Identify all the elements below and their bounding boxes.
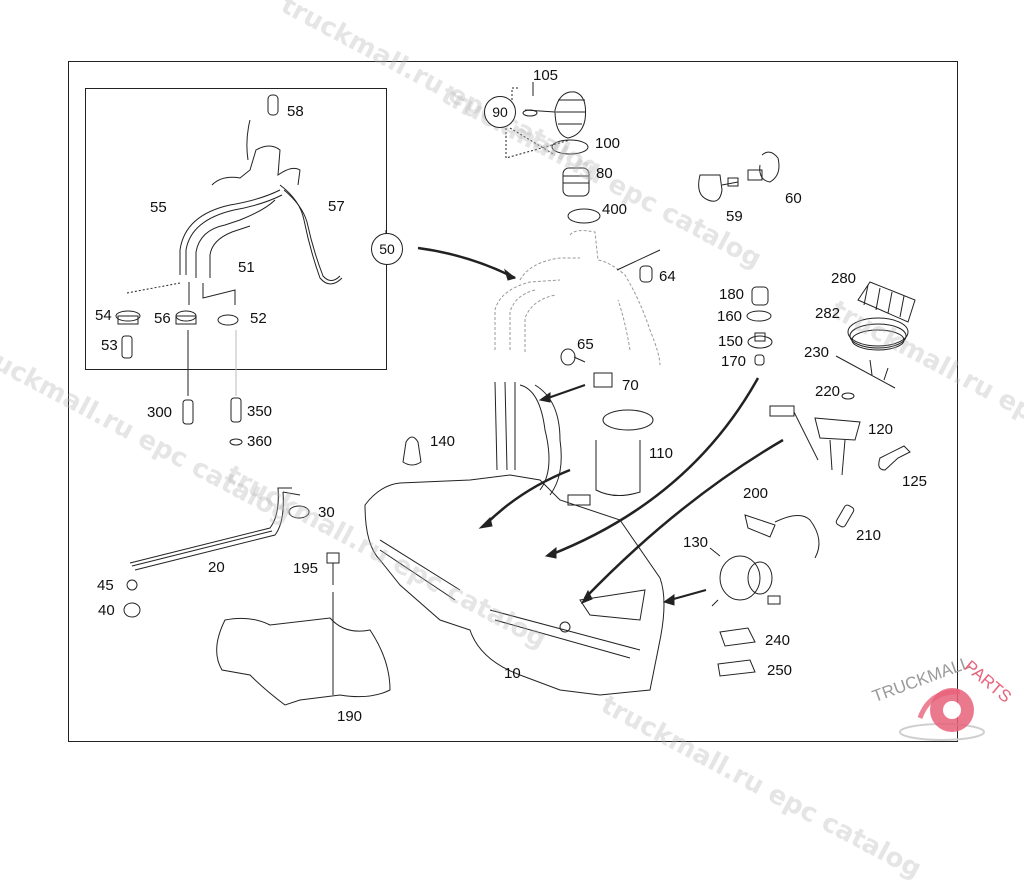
- fuel-filter-drawing: [709, 547, 781, 607]
- part-label-160[interactable]: 160: [717, 308, 743, 325]
- part-label-230[interactable]: 230: [804, 344, 830, 361]
- part-label-120[interactable]: 120: [868, 421, 894, 438]
- filler-neck-hose-drawing: [179, 94, 343, 285]
- part-label-350[interactable]: 350: [247, 403, 273, 420]
- arrow-1: [484, 468, 571, 526]
- part-350-shape: [230, 397, 242, 423]
- diagram-drawing: [68, 61, 958, 742]
- part-30-shape: [288, 505, 310, 519]
- part-label-280[interactable]: 280: [831, 270, 857, 287]
- fittings-65-70-drawing: [538, 348, 613, 403]
- part-label-360[interactable]: 360: [247, 433, 273, 450]
- main-frame: [68, 61, 958, 742]
- part-label-60[interactable]: 60: [785, 190, 802, 207]
- part-label-20[interactable]: 20: [208, 559, 225, 576]
- pump-seals-drawing: [835, 281, 916, 389]
- part-label-110[interactable]: 110: [649, 445, 673, 462]
- part-label-240[interactable]: 240: [765, 632, 791, 649]
- part-label-170[interactable]: 170: [721, 353, 747, 370]
- callout-circle-50[interactable]: 50: [371, 233, 403, 265]
- part-label-10[interactable]: 10: [504, 665, 521, 682]
- part-240-shape: [719, 627, 756, 647]
- part-label-195[interactable]: 195: [293, 560, 319, 577]
- part-250-shape: [717, 659, 756, 677]
- fuel-tank-drawing: [364, 381, 665, 696]
- part-label-190[interactable]: 190: [337, 708, 363, 725]
- part-label-210[interactable]: 210: [856, 527, 882, 544]
- inset-frame: [85, 88, 387, 370]
- part-195-shape: [326, 552, 340, 564]
- part-label-54[interactable]: 54: [95, 307, 112, 324]
- part-label-59[interactable]: 59: [726, 208, 743, 225]
- part-label-57[interactable]: 57: [328, 198, 345, 215]
- truckmallparts-logo: TRUCKMALL PARTS: [860, 653, 1020, 750]
- part-label-40[interactable]: 40: [98, 602, 115, 619]
- clips-59-60-drawing: [698, 151, 780, 202]
- part-label-300[interactable]: 300: [147, 404, 173, 421]
- part-64-shape: [639, 265, 653, 283]
- part-label-150[interactable]: 150: [718, 333, 744, 350]
- part-label-220[interactable]: 220: [815, 383, 841, 400]
- part-label-52[interactable]: 52: [250, 310, 267, 327]
- gear-icon: [899, 688, 985, 741]
- part-label-70[interactable]: 70: [622, 377, 639, 394]
- part-label-51[interactable]: 51: [238, 259, 255, 276]
- part-label-130[interactable]: 130: [683, 534, 709, 551]
- part-label-53[interactable]: 53: [101, 337, 118, 354]
- arrow-50: [417, 246, 516, 280]
- part-label-65[interactable]: 65: [577, 336, 594, 353]
- arrow-4: [669, 589, 707, 601]
- part-label-30[interactable]: 30: [318, 504, 335, 521]
- heat-shield-drawing: [216, 617, 391, 706]
- part-300-shape: [182, 399, 194, 425]
- part-label-180[interactable]: 180: [719, 286, 745, 303]
- part-label-282[interactable]: 282: [815, 305, 841, 322]
- part-label-125[interactable]: 125: [902, 473, 928, 490]
- part-label-400[interactable]: 400: [602, 201, 628, 218]
- part-label-64[interactable]: 64: [659, 268, 676, 285]
- part-label-140[interactable]: 140: [430, 433, 456, 450]
- part-140-shape: [402, 436, 422, 466]
- filler-neck-drawing: [494, 230, 661, 366]
- part-label-80[interactable]: 80: [596, 165, 613, 182]
- filler-cap-drawing: [505, 82, 601, 224]
- part-360-shape: [229, 438, 243, 446]
- part-label-105[interactable]: 105: [533, 67, 559, 84]
- part-label-200[interactable]: 200: [743, 485, 769, 502]
- part-label-55[interactable]: 55: [150, 199, 167, 216]
- arrow-3: [584, 438, 784, 599]
- fuel-pump-drawing: [567, 409, 654, 506]
- part-label-100[interactable]: 100: [595, 135, 621, 152]
- fuel-sender-drawing: [769, 392, 911, 476]
- arrow-2: [549, 377, 760, 557]
- strap-drawing: [129, 487, 301, 571]
- washers-drawing: [746, 286, 773, 366]
- part-label-58[interactable]: 58: [287, 103, 304, 120]
- part-label-56[interactable]: 56: [154, 310, 171, 327]
- part-label-45[interactable]: 45: [97, 577, 114, 594]
- bracket-200-210-drawing: [744, 504, 855, 559]
- callout-circle-90[interactable]: 90: [484, 96, 516, 128]
- part-40-shape: [123, 602, 141, 618]
- inset-small-parts: [115, 282, 239, 370]
- part-45-shape: [126, 579, 138, 591]
- part-label-250[interactable]: 250: [767, 662, 793, 679]
